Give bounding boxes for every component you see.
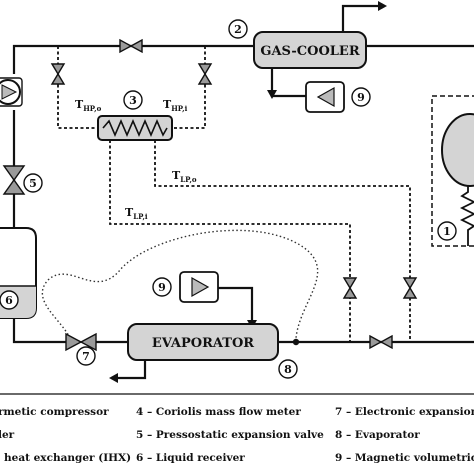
valve-return [369,334,393,350]
outlet-arrow [378,1,387,11]
thp-i-label: THP,i [163,98,188,113]
gas-cooler-label: GAS-COOLER [260,44,359,59]
callouts: 2 3 9 5 1 9 6 7 8 [0,19,457,379]
ihx-coil [102,118,168,138]
valve-lp-inlet [342,277,358,299]
ihx-box [97,115,173,141]
callout-9a: 9 [357,91,365,104]
valves [2,38,418,352]
callout-2: 2 [234,23,242,36]
valve-lp-outlet [402,277,418,299]
legend-item: rmetic compressor [0,406,109,418]
flow-meter-evap-icon [191,276,210,298]
callout-circle-7 [76,346,96,366]
sensor-wire [41,229,319,339]
electronic-expansion-valve [65,332,97,352]
callout-5: 5 [29,177,37,190]
callout-8: 8 [284,363,292,376]
bypass-right [172,46,206,129]
valve-bypass-left [50,63,66,85]
legend-item: 7 – Electronic expansion [335,406,474,418]
legend-item: 4 – Coriolis mass flow meter [136,406,301,418]
valve-top-gas [119,38,143,54]
ihx-bypass-lines [57,46,411,342]
evaporator-drain [118,358,147,380]
compressor-frame [431,95,474,247]
compressor-resistor [459,186,474,246]
callout-1: 1 [443,225,451,238]
evaporator-label: EVAPORATOR [152,336,254,351]
legend-item: heat exchanger (IHX) [4,452,132,464]
junction-dot [292,338,300,346]
gas-cooler-outlet [341,4,378,33]
receiver-to-valve [12,318,66,344]
legend-item: 8 – Evaporator [335,429,420,441]
callout-circle-9a [351,87,371,107]
callout-circle-8 [278,359,298,379]
temperature-labels: THP,o THP,i TLP,o TLP,i [75,98,197,221]
callout-circle-2 [228,19,248,39]
bypass-left [57,46,98,129]
legend-item: 9 – Magnetic volumetric [335,452,474,464]
gc-down-arrow [267,90,277,99]
callout-6: 6 [5,294,13,307]
tlp-o-label: TLP,o [172,169,197,184]
lp-inlet-line [109,140,351,342]
drain-arrow [109,373,118,383]
evaporator-box [127,323,279,361]
callout-7: 7 [82,350,90,363]
pressostatic-valve [2,165,26,195]
callout-circle-3 [123,90,143,110]
thp-o-label: THP,o [75,98,102,113]
legend-item: 5 – Pressostatic expansion valve [136,429,324,441]
callout-circle-9b [152,277,172,297]
pump-frame [0,77,23,107]
gas-cooler-box [253,31,367,69]
legend: rmetic compressor 4 – Coriolis mass flow… [0,396,474,474]
callout-9b: 9 [158,281,166,294]
callout-circle-1 [437,221,457,241]
gas-cooler-down [270,68,306,98]
main-piping [12,4,474,380]
legend-item: ler [0,429,15,441]
evap-flow-meter-line [218,286,254,324]
callout-3: 3 [129,94,137,107]
callout-circle-5 [23,173,43,193]
tlp-i-label: TLP,i [125,206,148,221]
top-pipe-left [12,44,254,74]
callout-circle-6 [0,290,19,310]
pump-triangle-icon [1,84,18,100]
legend-item: 6 – Liquid receiver [136,452,245,464]
flow-meter-top-icon [316,86,335,108]
lp-outlet-line [154,140,411,342]
compressor-body [441,113,474,187]
valve-bypass-right [197,63,213,85]
